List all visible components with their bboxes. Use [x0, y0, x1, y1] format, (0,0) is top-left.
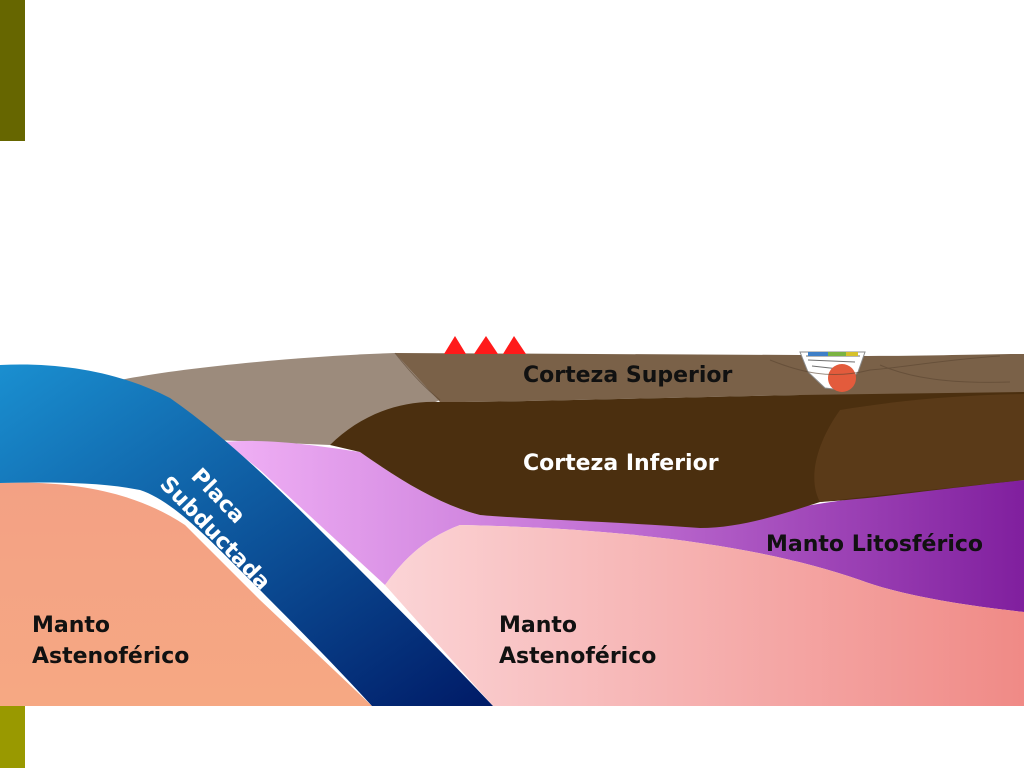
volcano-group: [444, 336, 526, 354]
volcano-icon: [444, 336, 466, 354]
label-manto-right-line2: Astenoférico: [499, 644, 656, 669]
label-manto-left-line1: Manto: [32, 613, 110, 638]
inset-strata-color: [846, 352, 858, 356]
deposit-inset: [799, 351, 866, 392]
label-manto-left-line2: Astenoférico: [32, 644, 189, 669]
lithospheric-mantle: [225, 440, 1024, 612]
texture-line: [394, 352, 441, 401]
upper-crust: [395, 353, 1024, 402]
asthenosphere-right: [385, 525, 1024, 706]
texture-line: [879, 364, 1011, 383]
label-corteza-superior: Corteza Superior: [523, 363, 733, 388]
inset-strata-color: [828, 352, 846, 356]
lower-crust-right: [814, 394, 1024, 502]
label-manto-right-line1: Manto: [499, 613, 577, 638]
texture-line: [769, 355, 1001, 375]
label-manto-litosferico: Manto Litosférico: [766, 532, 983, 557]
accent-bar-top: [0, 0, 25, 141]
inset-strata-color: [808, 352, 828, 356]
crust-texture: [394, 352, 1011, 401]
volcano-icon: [503, 336, 526, 354]
volcano-icon: [474, 336, 498, 354]
accent-bar-bottom: [0, 706, 25, 768]
label-corteza-inferior: Corteza Inferior: [523, 451, 719, 476]
asthenosphere-left: [0, 482, 372, 706]
intrusion-body: [828, 364, 856, 392]
subducted-plate: [0, 364, 493, 706]
